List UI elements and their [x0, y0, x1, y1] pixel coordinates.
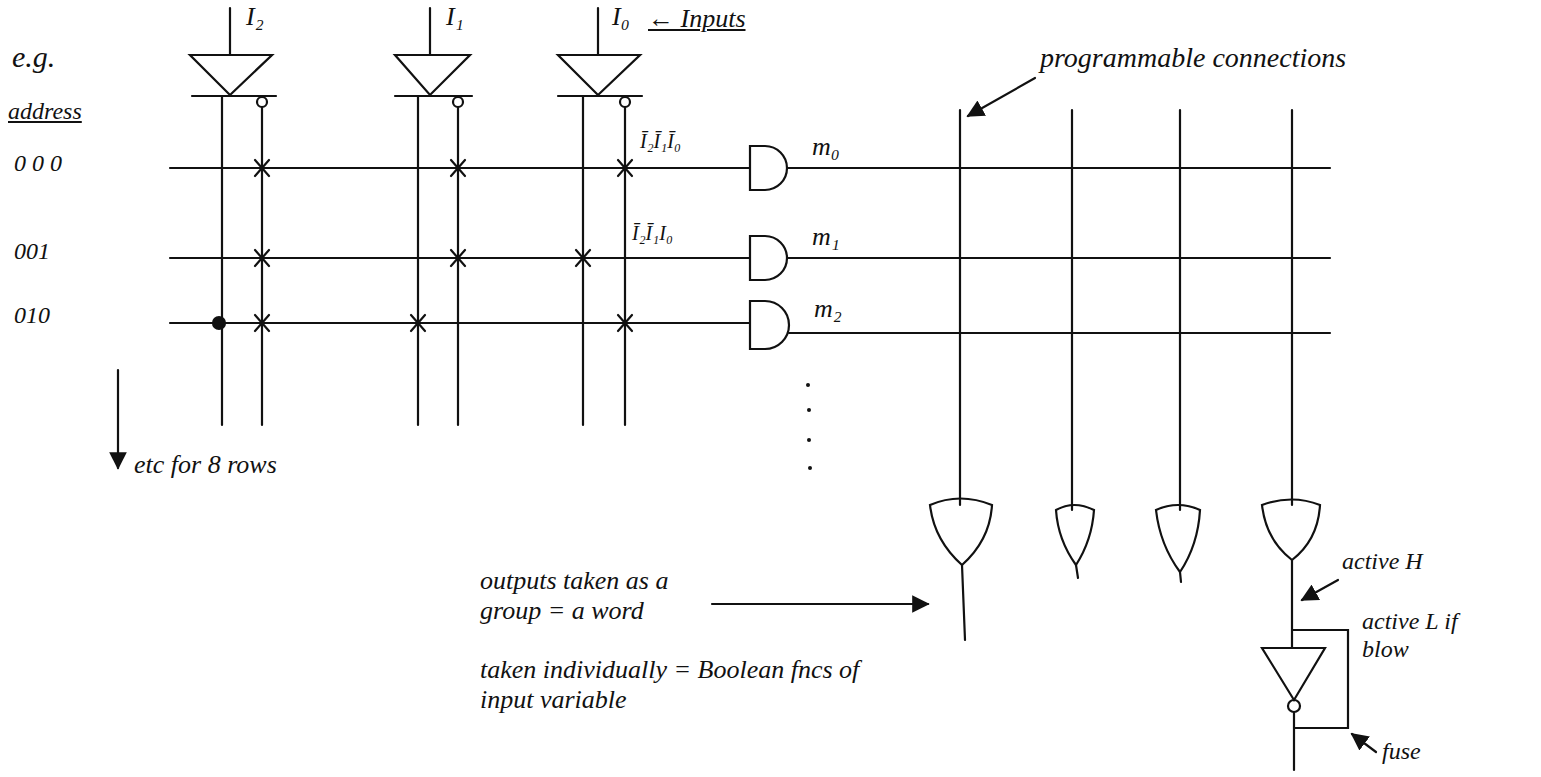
- sum-line: [959, 110, 961, 505]
- and-gate: [750, 236, 787, 280]
- leader-arrow: [968, 78, 1035, 116]
- note-text: active H: [1342, 548, 1423, 576]
- input-name: I₂: [246, 2, 264, 32]
- or-gate: [1262, 500, 1320, 561]
- note-text: taken individually = Boolean fncs of inp…: [480, 655, 880, 715]
- buffer-bar: [558, 95, 642, 97]
- inverter-symbol: [1262, 648, 1325, 700]
- buffer-symbol: [395, 55, 470, 95]
- product-line: [789, 332, 1330, 334]
- true-line: [417, 96, 419, 425]
- complement-line: [261, 107, 263, 425]
- true-line: [221, 96, 223, 425]
- note-text: e.g.: [12, 40, 55, 75]
- address-value: 010: [14, 302, 50, 330]
- continuation-dots: [806, 383, 812, 470]
- sum-line: [1071, 110, 1073, 510]
- row-line: [170, 322, 750, 324]
- note-text: fuse: [1382, 738, 1421, 766]
- and-gate: [750, 146, 787, 190]
- inversion-bubble: [1288, 700, 1300, 712]
- input-wire: [597, 8, 599, 55]
- inversion-bubble: [453, 97, 463, 107]
- note-text: programmable connections: [1040, 42, 1346, 74]
- product-line: [787, 257, 1330, 259]
- output-wire: [1291, 560, 1293, 648]
- output-wire: [962, 565, 965, 640]
- complement-line: [624, 107, 626, 425]
- input-name: I₀: [612, 2, 630, 32]
- input-name: I₁: [446, 2, 464, 32]
- input-wire: [229, 8, 231, 55]
- complement-line: [457, 107, 459, 425]
- connection-marks: [255, 160, 632, 331]
- buffer-symbol: [558, 55, 640, 95]
- inversion-bubble: [257, 97, 267, 107]
- note-text: outputs taken as a group = a word: [480, 566, 685, 626]
- note-text: ← Inputs: [648, 4, 746, 34]
- address-value: 001: [14, 238, 50, 266]
- leader-arrow: [712, 603, 928, 605]
- sum-line: [1291, 110, 1293, 505]
- connection-dot: [213, 317, 225, 329]
- output-wire: [1180, 572, 1181, 582]
- or-gate: [1156, 505, 1200, 572]
- minterm-name: m₁: [812, 222, 840, 252]
- term-label: Ī₂Ī₁I₀: [632, 222, 673, 245]
- output-wire: [1076, 565, 1078, 578]
- down-arrow: [117, 370, 119, 468]
- and-gate: [750, 301, 789, 349]
- address-value: 0 0 0: [14, 150, 62, 178]
- or-gate: [930, 499, 992, 566]
- term-label: Ī₂Ī₁Ī₀: [640, 130, 681, 153]
- minterm-name: m₀: [812, 132, 840, 162]
- product-line: [787, 167, 1330, 169]
- output-wire: [1293, 712, 1295, 770]
- or-gate: [1056, 505, 1094, 565]
- wiring: [118, 8, 1376, 770]
- note-text: etc for 8 rows: [134, 450, 277, 480]
- input-wire: [429, 8, 431, 55]
- buffer-symbol: [190, 55, 272, 95]
- fuse-bypass: [1292, 630, 1348, 728]
- inversion-bubble: [620, 97, 630, 107]
- note-text: active L if blow: [1362, 608, 1472, 663]
- leader-arrow: [1302, 580, 1338, 600]
- leader-arrow: [1352, 734, 1376, 752]
- minterm-name: m₂: [814, 294, 842, 324]
- sum-line: [1179, 110, 1181, 510]
- column-heading: address: [8, 98, 82, 126]
